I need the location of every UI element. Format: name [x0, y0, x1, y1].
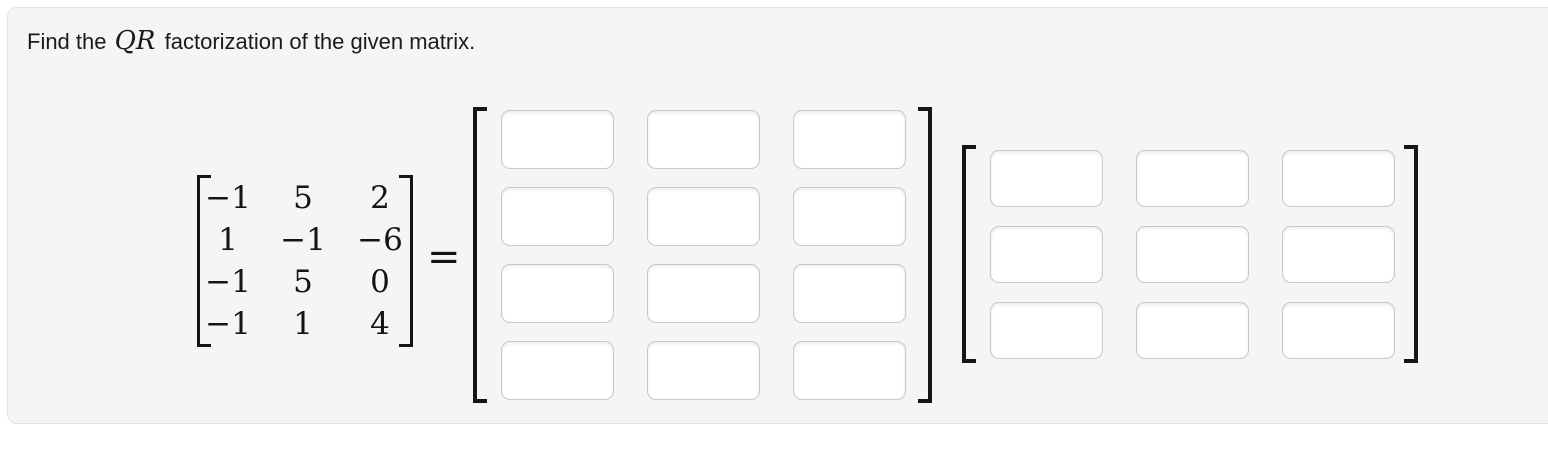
matrix-cell-r2c3: −6 [357, 221, 403, 258]
q-input-r4c2[interactable] [647, 341, 760, 400]
q-input-r2c3[interactable] [793, 187, 906, 246]
matrix-cell-r2c1: 1 [218, 221, 238, 258]
q-input-r1c2[interactable] [647, 110, 760, 169]
matrix-cell-r4c1: −1 [205, 305, 251, 342]
r-input-r2c2[interactable] [1136, 225, 1249, 283]
r-input-r1c2[interactable] [1136, 149, 1249, 207]
q-answer-matrix [473, 107, 932, 403]
matrix-cell-r1c3: 2 [370, 179, 390, 216]
r-input-r3c3[interactable] [1282, 301, 1395, 359]
q-input-r3c1[interactable] [501, 264, 614, 323]
q-input-grid [501, 107, 906, 403]
q-input-r2c1[interactable] [501, 187, 614, 246]
q-input-r3c3[interactable] [793, 264, 906, 323]
q-input-r2c2[interactable] [647, 187, 760, 246]
r-input-r3c2[interactable] [1136, 301, 1249, 359]
matrix-cell-r4c2: 1 [293, 305, 313, 342]
given-matrix-left-bracket [197, 175, 211, 347]
matrix-cell-r3c2: 5 [293, 263, 313, 300]
matrix-cell-r2c2: −1 [280, 221, 326, 258]
r-input-r1c1[interactable] [990, 149, 1103, 207]
r-input-grid [990, 145, 1395, 363]
r-input-r2c1[interactable] [990, 225, 1103, 283]
q-input-r1c1[interactable] [501, 110, 614, 169]
given-matrix: −1 5 2 1 −1 −6 −1 5 0 −1 1 4 [197, 175, 413, 347]
equals-sign: = [427, 234, 461, 280]
r-right-bracket [1404, 145, 1418, 363]
q-right-bracket [918, 107, 932, 403]
q-input-r4c1[interactable] [501, 341, 614, 400]
given-matrix-right-bracket [399, 175, 413, 347]
r-input-r1c3[interactable] [1282, 149, 1395, 207]
prompt-suffix: factorization of the given matrix. [158, 29, 476, 54]
r-input-r3c1[interactable] [990, 301, 1103, 359]
matrix-cell-r3c1: −1 [205, 263, 251, 300]
q-input-r4c3[interactable] [793, 341, 906, 400]
matrix-cell-r3c3: 0 [370, 263, 390, 300]
q-input-r1c3[interactable] [793, 110, 906, 169]
matrix-cell-r1c1: −1 [205, 179, 251, 216]
r-left-bracket [962, 145, 976, 363]
q-left-bracket [473, 107, 487, 403]
prompt-prefix: Find the [27, 29, 113, 54]
problem-statement: Find the QR factorization of the given m… [27, 28, 475, 55]
q-input-r3c2[interactable] [647, 264, 760, 323]
r-input-r2c3[interactable] [1282, 225, 1395, 283]
given-matrix-cells: −1 5 2 1 −1 −6 −1 5 0 −1 1 4 [205, 175, 403, 347]
matrix-cell-r4c3: 4 [370, 305, 390, 342]
qr-math-symbol: QR [114, 26, 156, 56]
matrix-cell-r1c2: 5 [293, 179, 313, 216]
r-answer-matrix [962, 145, 1418, 363]
